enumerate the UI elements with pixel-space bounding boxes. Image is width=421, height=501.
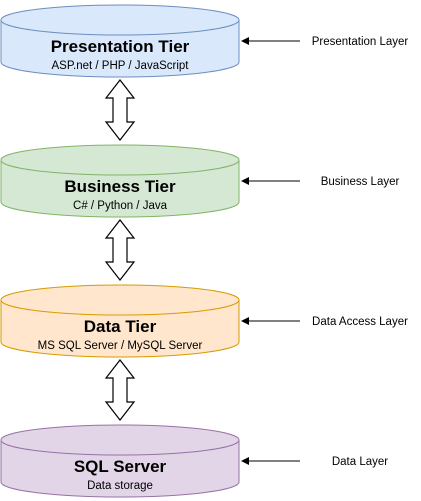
data-sqlserver-double-arrow	[104, 359, 136, 421]
business-tier-top	[0, 144, 240, 176]
business-layer-label: Business Layer	[321, 176, 400, 188]
presentation-layer-label: Presentation Layer	[312, 36, 409, 48]
data-tier-subtitle: MS SQL Server / MySQL Server	[38, 340, 203, 352]
data-tier-cylinder[interactable]: Data Tier MS SQL Server / MySQL Server	[0, 284, 240, 358]
data-layer-label: Data Layer	[332, 456, 388, 468]
presentation-business-double-arrow	[104, 79, 136, 141]
business-tier-cylinder[interactable]: Business Tier C# / Python / Java	[0, 144, 240, 218]
data-access-layer-label: Data Access Layer	[312, 316, 408, 328]
business-tier-title: Business Tier	[64, 177, 176, 196]
data-tier-body	[0, 300, 240, 358]
sql-server-top	[0, 424, 240, 456]
presentation-tier-subtitle: ASP.net / PHP / JavaScript	[51, 60, 189, 72]
sql-server-cylinder[interactable]: SQL Server Data storage	[0, 424, 240, 498]
business-tier-body	[0, 160, 240, 218]
presentation-tier-cylinder[interactable]: Presentation Tier ASP.net / PHP / JavaSc…	[0, 4, 240, 78]
business-data-double-arrow	[104, 219, 136, 281]
presentation-tier-top	[0, 4, 240, 36]
sql-server-subtitle: Data storage	[87, 480, 153, 492]
data-tier-title: Data Tier	[84, 317, 157, 336]
sql-server-title: SQL Server	[74, 457, 167, 476]
business-tier-subtitle: C# / Python / Java	[73, 200, 168, 212]
presentation-tier-body	[0, 20, 240, 78]
data-tier-top	[0, 284, 240, 316]
sql-server-body	[0, 440, 240, 498]
presentation-tier-title: Presentation Tier	[51, 37, 190, 56]
